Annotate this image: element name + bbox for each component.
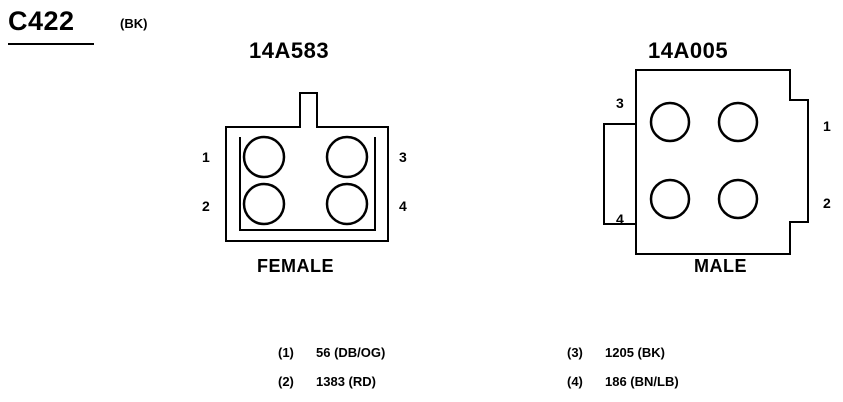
female-pin-3-socket: [325, 135, 369, 179]
legend-pin-number: (1): [278, 345, 294, 360]
male-pin-label-3: 3: [616, 95, 624, 111]
legend-item-2: (2) 1383 (RD): [278, 374, 376, 389]
male-part-number: 14A005: [648, 38, 729, 63]
legend-item-1: (1) 56 (DB/OG): [278, 345, 385, 360]
legend-pin-number: (2): [278, 374, 294, 389]
female-label: FEMALE: [257, 256, 334, 276]
connector-id: C422: [8, 6, 75, 36]
female-part-number: 14A583: [249, 38, 330, 63]
legend-circuit: 1205 (BK): [605, 345, 665, 360]
male-label: MALE: [694, 256, 747, 276]
male-connector-outline: [603, 69, 809, 255]
male-pin-3-blade: [649, 101, 691, 143]
female-connector-outline: [225, 92, 389, 242]
female-pin-label-3: 3: [399, 149, 407, 165]
female-pin-1-socket: [242, 135, 286, 179]
female-pin-label-2: 2: [202, 198, 210, 214]
legend-pin-number: (4): [567, 374, 583, 389]
legend-circuit: 56 (DB/OG): [316, 345, 386, 360]
connector-id-underline: [8, 43, 94, 45]
female-housing: [225, 92, 389, 242]
legend-circuit: 186 (BN/LB): [605, 374, 679, 389]
male-pin-2-blade: [717, 178, 759, 220]
female-pin-label-1: 1: [202, 149, 210, 165]
female-pin-label-4: 4: [399, 198, 407, 214]
male-pin-label-1: 1: [823, 118, 831, 134]
legend-item-3: (3) 1205 (BK): [567, 345, 665, 360]
legend-item-4: (4) 186 (BN/LB): [567, 374, 679, 389]
male-pin-1-blade: [717, 101, 759, 143]
legend-pin-number: (3): [567, 345, 583, 360]
female-inner-cavity: [239, 137, 376, 231]
female-pin-4-socket: [325, 182, 369, 226]
connector-color-code: (BK): [120, 16, 148, 31]
male-pin-label-4: 4: [616, 211, 624, 227]
male-pin-label-2: 2: [823, 195, 831, 211]
male-housing: [603, 69, 809, 255]
legend-circuit: 1383 (RD): [316, 374, 376, 389]
male-pin-4-blade: [649, 178, 691, 220]
female-pin-2-socket: [242, 182, 286, 226]
